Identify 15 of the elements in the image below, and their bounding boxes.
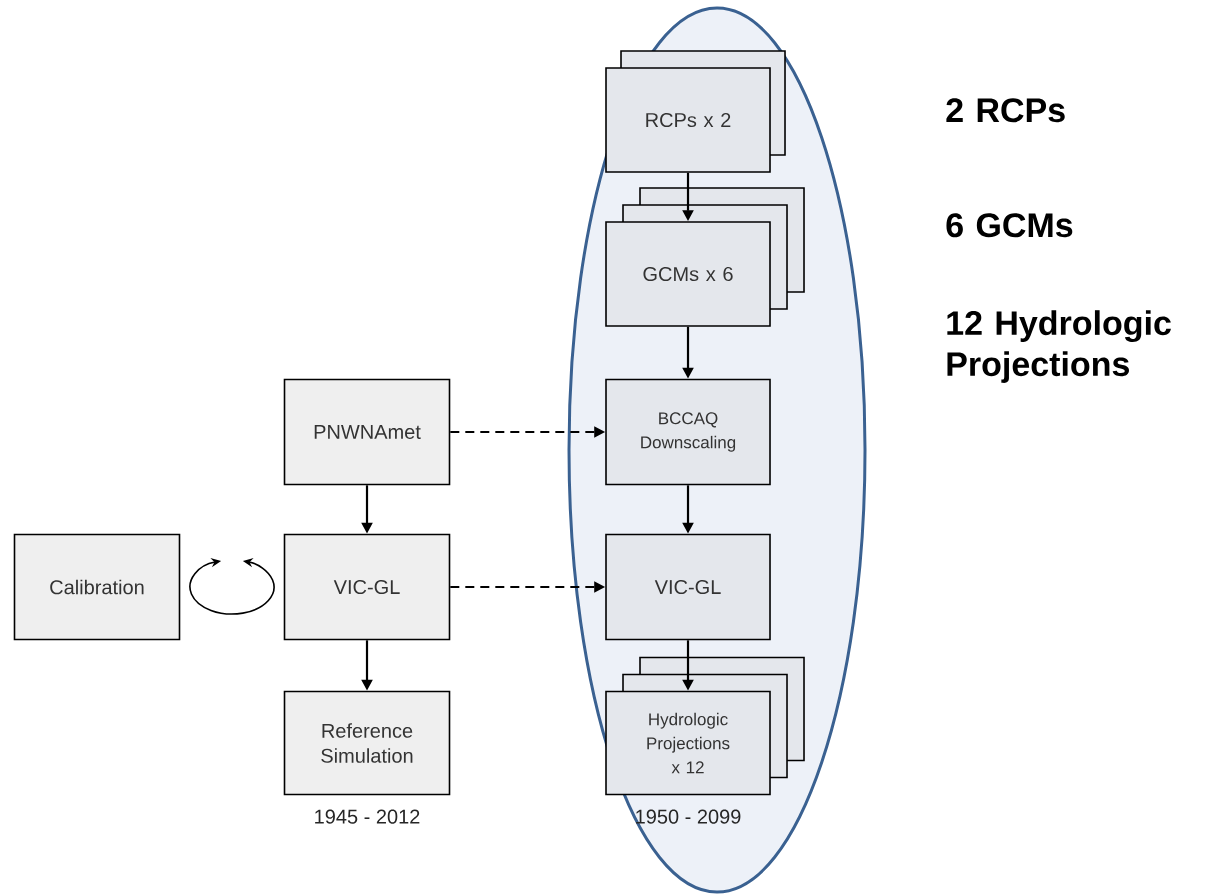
process-box: VIC-GL <box>283 533 451 641</box>
process-box: BCCAQ Downscaling <box>605 378 771 486</box>
process-box: PNWNAmet <box>283 378 451 486</box>
side-label: 12 Hydrologic Projections <box>947 310 1171 383</box>
date-label: 1950 - 2099 <box>636 809 741 824</box>
stacked-box: RCPs x 2 <box>605 50 786 173</box>
side-label: 2 RCPs <box>946 98 1065 123</box>
process-box: Calibration <box>13 533 181 641</box>
stacked-box: GCMs x 6 <box>605 187 805 327</box>
process-box: VIC-GL <box>605 533 771 641</box>
cycle-arrow <box>189 558 275 615</box>
date-label: 1945 - 2012 <box>315 809 420 824</box>
stacked-box: Hydrologic Projections x 12 <box>605 656 805 796</box>
side-label: 6 GCMs <box>946 213 1073 238</box>
process-box: Reference Simulation <box>283 690 451 796</box>
